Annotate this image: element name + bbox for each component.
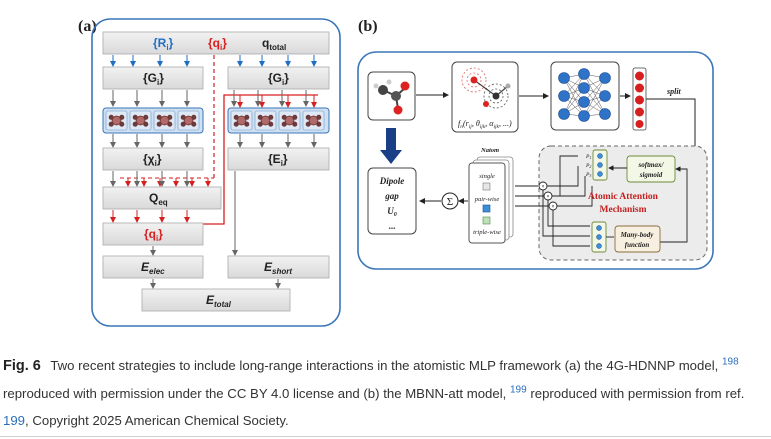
caption-ref-link-199[interactable]: 199 xyxy=(3,413,26,428)
caption-text-4: , Copyright 2025 American Chemical Socie… xyxy=(25,413,289,428)
svg-text:×: × xyxy=(547,194,550,200)
e-elec-box xyxy=(102,255,204,279)
p2-label: P2 xyxy=(585,163,591,169)
output-u: U0 xyxy=(387,206,397,218)
input-R: {Ri} xyxy=(153,36,174,52)
e-total-label: Etotal xyxy=(206,293,232,309)
triplewise-square xyxy=(482,216,491,225)
many-body-label-2: function xyxy=(625,241,650,249)
product-nodes xyxy=(538,181,558,211)
svg-text:×: × xyxy=(542,184,545,190)
output-vector-cells xyxy=(635,71,644,128)
output-ellipsis: ... xyxy=(389,221,396,231)
neural-network-nodes xyxy=(558,68,611,122)
softmax-label: softmax/ xyxy=(638,161,665,169)
caption-ref-198[interactable]: 198 xyxy=(721,356,739,368)
single-square xyxy=(482,182,491,191)
descriptor-formula: fn(rij, θijk, αijk, ...) xyxy=(458,119,512,130)
attention-title-2: Mechanism xyxy=(600,205,647,215)
svg-text:×: × xyxy=(552,204,555,210)
molecule-icon xyxy=(373,79,410,115)
qeq-box xyxy=(102,186,222,210)
outputs-box xyxy=(367,167,417,235)
output-gap: gap xyxy=(384,191,399,201)
p1-label: P1 xyxy=(585,154,591,160)
panel-b: (b) xyxy=(357,18,714,270)
sigmoid-label: sigmoid xyxy=(639,171,663,179)
panel-b-label: (b) xyxy=(358,18,378,35)
input-bar xyxy=(102,31,330,55)
e-short-label: Eshort xyxy=(264,260,292,276)
e-elec-label: Eelec xyxy=(141,260,165,276)
q-out-label: {qi} xyxy=(144,227,163,243)
natom-label: Natom xyxy=(480,147,499,154)
input-arrows xyxy=(110,55,317,67)
figure-caption: Fig. 6 Two recent strategies to include … xyxy=(3,352,768,434)
triplewise-label: triple-wise xyxy=(473,229,501,236)
q-feedback-line xyxy=(203,94,318,225)
chi-box xyxy=(102,147,204,171)
attention-title-1: Atomic Attention xyxy=(588,192,659,202)
figure-6: (a) {Ri} {qi} qtotal {Gi} {Gi} xyxy=(78,18,714,327)
many-body-box xyxy=(614,225,661,253)
big-down-arrow xyxy=(380,128,402,164)
input-q: {qi} xyxy=(208,36,227,52)
output-dipole: Dipole xyxy=(379,176,405,186)
ei-label: {Ei} xyxy=(268,152,288,168)
panel-b-frame xyxy=(357,51,714,270)
caption-ref-199[interactable]: 199 xyxy=(510,384,527,396)
p3-label: P3 xyxy=(585,172,591,178)
chi-label: {χi} xyxy=(143,152,162,168)
caption-lead: Fig. 6 xyxy=(3,358,41,374)
panel-a-frame xyxy=(91,18,341,327)
single-label: single xyxy=(479,173,495,180)
pairwise-label: pair-wise xyxy=(474,196,500,203)
descriptor-box xyxy=(451,61,519,133)
g-left-box xyxy=(102,66,204,90)
input-qtotal: qtotal xyxy=(262,36,286,52)
split-label: split xyxy=(666,87,682,96)
q-out-box xyxy=(102,222,204,246)
g-right-label: {Gi} xyxy=(268,71,289,87)
caption-text-1: Two recent strategies to include long-ra… xyxy=(50,358,719,373)
softmax-box xyxy=(626,155,676,183)
nn-left-units xyxy=(105,110,200,131)
caption-text-2: reproduced with permission under the CC … xyxy=(3,386,507,401)
e-short-box xyxy=(227,255,330,279)
qeq-label: Qeq xyxy=(149,191,168,207)
descriptor-rings-icon xyxy=(461,67,511,109)
g-left-label: {Gi} xyxy=(143,71,164,87)
interaction-cards xyxy=(468,162,506,244)
bottom-divider xyxy=(0,436,771,437)
pairwise-square xyxy=(482,204,491,213)
ei-box xyxy=(227,147,330,171)
sum-symbol: Σ xyxy=(447,196,453,208)
nn-right-units xyxy=(230,110,325,131)
panel-a: (a) {Ri} {qi} qtotal {Gi} {Gi} xyxy=(78,18,341,327)
e-total-box xyxy=(141,288,291,312)
many-body-label-1: Many-body xyxy=(620,231,655,239)
panel-a-label: (a) xyxy=(78,18,97,35)
g-right-box xyxy=(227,66,330,90)
caption-text-3: reproduced with permission from ref. xyxy=(530,386,745,401)
